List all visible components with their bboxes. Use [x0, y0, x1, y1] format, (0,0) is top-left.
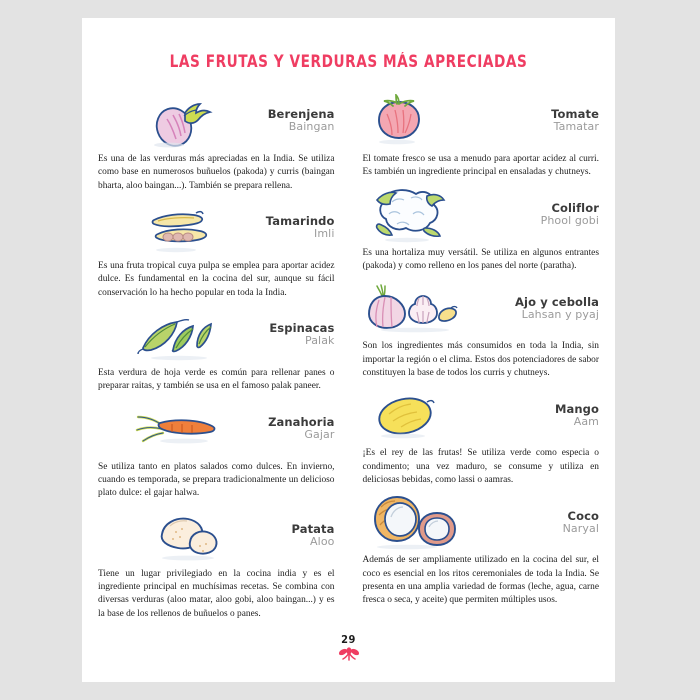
entry-name-es: Coliflor: [551, 201, 599, 216]
entry-description: Es una de las verduras más apreciadas en…: [98, 154, 335, 191]
entry-description: El tomate fresco se usa a menudo para ap…: [362, 154, 600, 178]
entry-description: Es una hortaliza muy versátil. Se utiliz…: [362, 247, 600, 272]
left-column: Berenjena Baingan Es una de las verduras…: [98, 92, 349, 627]
entry-coco: Coco Naryal Además de ser ampliamente ut…: [362, 493, 600, 607]
entry-names: Berenjena Baingan: [262, 108, 335, 133]
entry-name-hi: Tamatar: [553, 120, 599, 134]
entry-name-hi: Phool gobi: [540, 213, 599, 227]
entry-tamarindo: Tamarindo Imli Es una fruta tropical cuy…: [98, 199, 335, 300]
entry-name-hi: Lahsan y pyaj: [521, 307, 599, 321]
entry-description: Tiene un lugar privilegiado en la cocina…: [98, 568, 335, 619]
entry-header: Tomate Tamatar: [363, 92, 600, 150]
entry-name-es: Mango: [554, 401, 599, 416]
entry-header: Patata Aloo: [98, 507, 335, 565]
entry-header: Coliflor Phool gobi: [363, 186, 600, 244]
entry-description: Es una fruta tropical cuya pulpa se empl…: [98, 261, 335, 298]
entry-header: Espinacas Palak: [98, 306, 335, 364]
page-number: 29: [341, 633, 356, 646]
entry-names: Ajo y cebolla Lahsan y pyaj: [509, 294, 599, 321]
entry-tomate: Tomate Tamatar El tomate fresco se usa a…: [362, 92, 600, 180]
entry-name-es: Zanahoria: [268, 415, 335, 430]
cauliflower-icon: [363, 186, 535, 244]
carrot-icon: [98, 400, 262, 458]
entry-names: Coliflor Phool gobi: [535, 202, 599, 227]
entry-description: Se utiliza tanto en platos salados como …: [98, 461, 335, 499]
entry-name-es: Ajo y cebolla: [515, 294, 599, 309]
entry-berenjena: Berenjena Baingan Es una de las verduras…: [98, 92, 335, 193]
entry-names: Zanahoria Gajar: [262, 416, 334, 441]
entry-name-es: Tomate: [551, 107, 599, 122]
entry-name-es: Coco: [567, 508, 599, 523]
right-column: Tomate Tamatar El tomate fresco se usa a…: [349, 92, 600, 627]
entry-names: Tamarindo Imli: [260, 215, 335, 240]
entry-name-es: Berenjena: [267, 107, 335, 122]
entry-description: ¡Es el rey de las frutas! Se utiliza ver…: [362, 448, 600, 486]
entry-name-es: Tamarindo: [265, 214, 335, 229]
floral-ornament-icon: [82, 647, 615, 666]
entry-header: Tamarindo Imli: [98, 199, 335, 257]
garlic-onion-icon: [363, 279, 510, 337]
entry-name-es: Espinacas: [269, 321, 335, 336]
entry-name-hi: Aam: [573, 414, 599, 428]
entry-ajo-y-cebolla: Ajo y cebolla Lahsan y pyaj Son los ingr…: [362, 279, 600, 380]
spinach-icon: [98, 306, 263, 364]
entry-header: Coco Naryal: [363, 493, 600, 551]
coconut-icon: [363, 493, 557, 551]
entry-names: Patata Aloo: [286, 523, 335, 548]
eggplant-icon: [98, 92, 262, 150]
entry-description: Esta verdura de hoja verde es común para…: [98, 368, 335, 392]
entry-name-hi: Imli: [314, 227, 335, 241]
entry-patata: Patata Aloo Tiene un lugar privilegiado …: [98, 507, 335, 621]
entry-names: Mango Aam: [549, 401, 599, 428]
entry-mango: Mango Aam ¡Es el rey de las frutas! Se u…: [362, 386, 600, 487]
entry-name-hi: Baingan: [288, 120, 335, 134]
tamarind-icon: [98, 199, 260, 257]
entry-names: Tomate Tamatar: [545, 108, 599, 133]
entry-names: Coco Naryal: [557, 508, 599, 535]
potato-icon: [98, 507, 286, 565]
entry-espinacas: Espinacas Palak Esta verdura de hoja ver…: [98, 306, 335, 394]
entry-header: Mango Aam: [363, 386, 600, 444]
content-columns: Berenjena Baingan Es una de las verduras…: [82, 92, 615, 627]
entry-name-hi: Naryal: [562, 521, 599, 535]
book-page: LAS FRUTAS Y VERDURAS MÁS APRECIADAS: [82, 18, 615, 682]
entry-name-hi: Aloo: [310, 535, 335, 549]
entry-header: Berenjena Baingan: [98, 92, 335, 150]
entry-header: Ajo y cebolla Lahsan y pyaj: [363, 279, 600, 337]
entry-name-es: Patata: [291, 522, 335, 537]
entry-coliflor: Coliflor Phool gobi Es una hortaliza muy…: [362, 186, 600, 274]
entry-names: Espinacas Palak: [263, 322, 334, 347]
page-footer: 29: [82, 633, 615, 666]
mango-icon: [363, 386, 549, 444]
entry-header: Zanahoria Gajar: [98, 400, 335, 458]
entry-description: Además de ser ampliamente utilizado en l…: [362, 555, 600, 606]
entry-description: Son los ingredientes más consumidos en t…: [362, 341, 600, 379]
entry-name-hi: Gajar: [304, 428, 335, 442]
page-title: LAS FRUTAS Y VERDURAS MÁS APRECIADAS: [169, 52, 528, 71]
tomato-icon: [363, 92, 546, 150]
entry-name-hi: Palak: [304, 334, 335, 348]
entry-zanahoria: Zanahoria Gajar Se utiliza tanto en plat…: [98, 400, 335, 501]
